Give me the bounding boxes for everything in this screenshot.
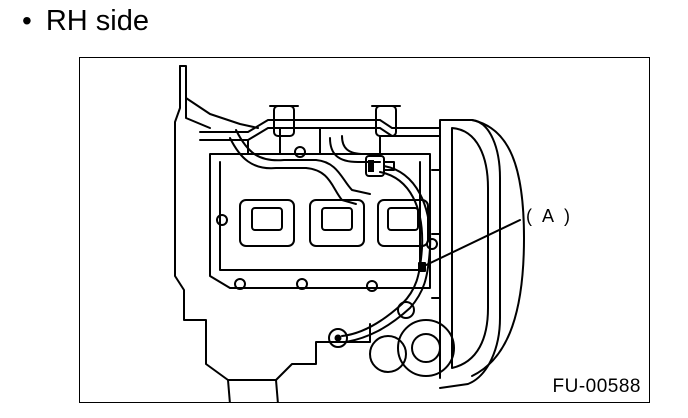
idler-pulley	[369, 335, 407, 373]
bolt-2	[234, 278, 246, 290]
hose-left-2	[235, 129, 317, 162]
fuel-rail-top	[199, 119, 441, 133]
small-pulley	[397, 301, 415, 319]
bullet-icon: •	[22, 5, 32, 36]
sensor-connector-detail	[383, 161, 395, 171]
hose-middle-2	[315, 159, 371, 195]
ground-terminal	[328, 328, 348, 348]
heading-text: RH side	[45, 4, 149, 37]
hose-right-2	[341, 135, 381, 155]
ignition-coil-1-inner	[251, 207, 283, 231]
ignition-coil-2-inner	[321, 207, 353, 231]
cylinder-head-outline	[209, 153, 431, 289]
engine-rh-side-drawing	[174, 65, 525, 402]
intake-pipe-left-2	[185, 97, 211, 129]
bolt-1	[216, 214, 228, 226]
intake-pipe-left	[179, 65, 259, 129]
callout-leader-line	[423, 219, 521, 267]
wire-harness-2	[345, 165, 432, 343]
timing-cover-outer	[439, 119, 501, 389]
timing-cover-ribs	[431, 169, 441, 299]
hose-right-1	[329, 137, 381, 163]
harness-clip	[418, 262, 426, 272]
timing-cover-inner	[451, 127, 489, 369]
bolt-4	[366, 280, 378, 292]
fuel-rail-top-2	[199, 127, 441, 141]
timing-cover-front	[471, 119, 525, 377]
ignition-coil-3-inner	[387, 207, 419, 231]
bolt-3	[296, 278, 308, 290]
engine-illustration-frame: ( A ) FU-00588	[79, 57, 650, 403]
bolt-6	[426, 238, 438, 250]
fuel-rail-top-3	[247, 127, 381, 155]
callout-label-a: ( A )	[526, 206, 574, 226]
hose-left-1	[229, 137, 307, 170]
engine-block-outline	[174, 75, 371, 381]
ignition-coil-1	[239, 199, 295, 247]
ground-terminal-center	[334, 334, 342, 342]
ignition-coil-2	[309, 199, 365, 247]
engine-lower-casing	[227, 379, 279, 402]
cylinder-head-inner	[219, 161, 421, 271]
bolt-5	[294, 146, 306, 158]
crank-pulley-hub	[411, 333, 441, 363]
connector-dark-tip	[368, 160, 374, 172]
section-heading: • RH side	[22, 2, 149, 40]
figure-code: FU-00588	[552, 376, 641, 397]
wire-harness	[341, 171, 424, 337]
crank-pulley	[397, 319, 455, 377]
